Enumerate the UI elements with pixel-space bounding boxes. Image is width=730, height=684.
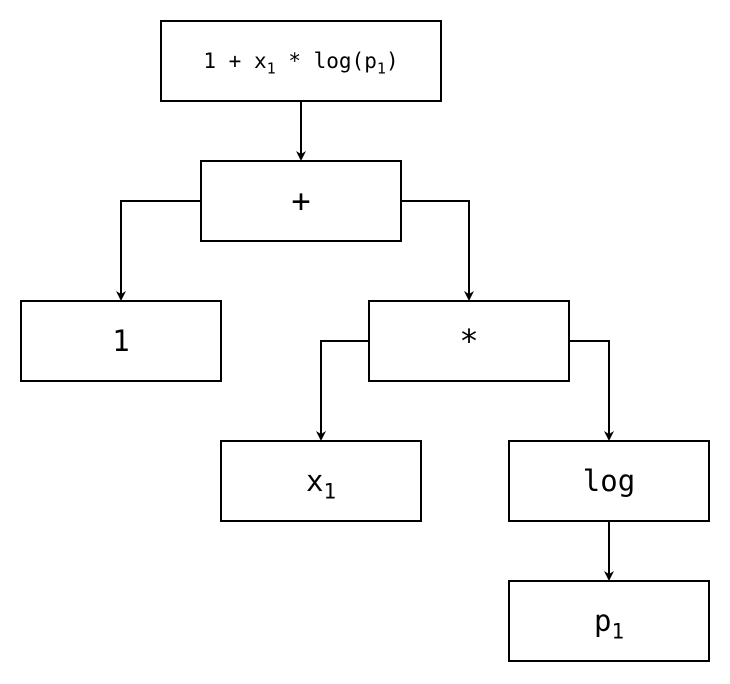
root-expression-label: 1 + x1 * log(p1) [203,49,399,78]
edge-times-to-x [316,340,369,441]
node-p1: p1 [508,580,710,662]
x1-label: x1 [305,464,337,504]
log-label: log [582,464,636,498]
edge-plus-to-times [401,200,474,301]
node-plus: + [200,160,402,242]
node-root-expression: 1 + x1 * log(p1) [160,20,442,102]
node-x1: x1 [220,440,422,522]
node-one: 1 [20,300,222,382]
node-times: * [368,300,570,382]
plus-label: + [291,182,311,220]
p1-label: p1 [593,604,625,644]
edge-times-to-log [569,340,614,441]
one-label: 1 [112,324,130,358]
edge-plus-to-one [116,200,201,301]
node-log: log [508,440,710,522]
times-label: * [459,322,479,360]
